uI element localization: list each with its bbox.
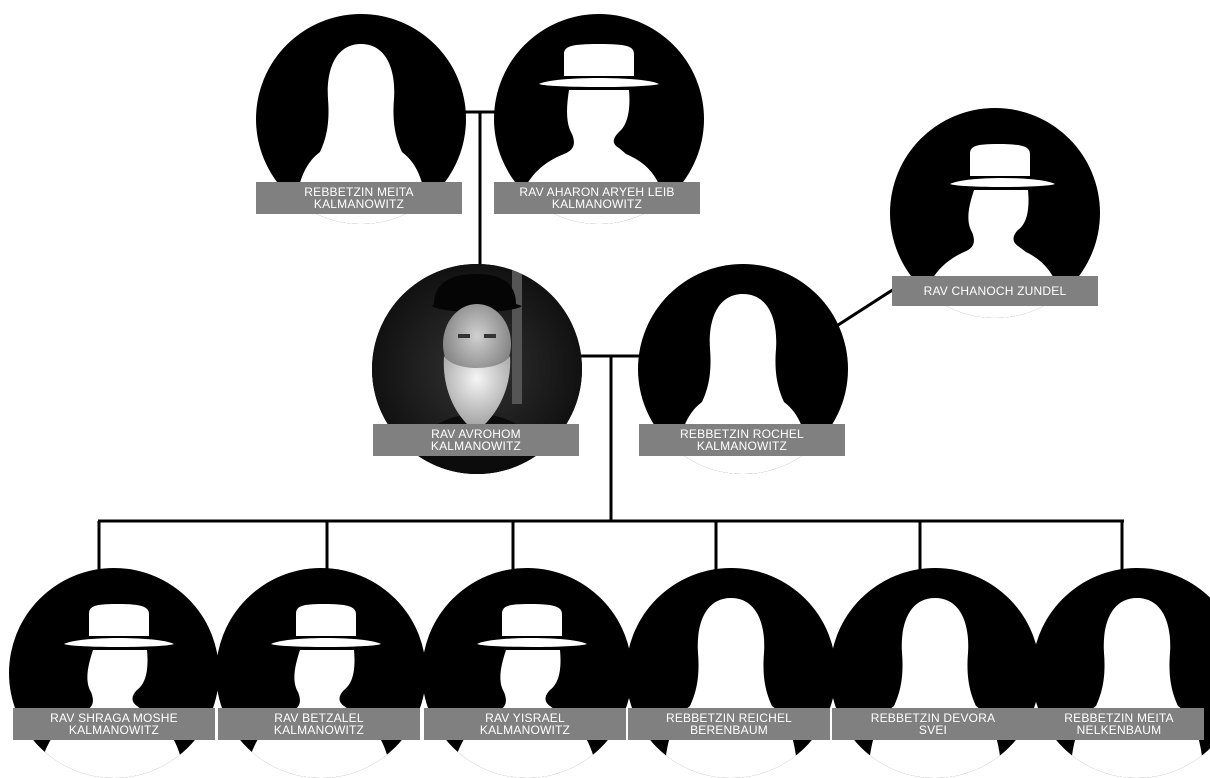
male-hat-silhouette-icon (452, 604, 598, 778)
female-silhouette-icon (868, 598, 1002, 778)
name-plate: RAV AHARON ARYEH LEIB KALMANOWITZ (494, 182, 700, 214)
name-plate: REBBETZIN DEVORA SVEI (832, 708, 1034, 740)
name-plate: REBBETZIN REICHEL BERENBAUM (628, 708, 830, 740)
person-meita-nelkenbaum[interactable] (1032, 568, 1210, 778)
person-betzalel-kalmanowitz[interactable] (216, 568, 426, 778)
male-hat-silhouette-icon (39, 604, 185, 778)
name-plate: REBBETZIN MEITA KALMANOWITZ (256, 182, 462, 214)
female-silhouette-icon (1070, 598, 1204, 778)
person-reichel-berenbaum[interactable] (626, 568, 836, 778)
name-plate: RAV SHRAGA MOSHE KALMANOWITZ (13, 708, 215, 740)
name-plate: RAV CHANOCH ZUNDEL (892, 276, 1098, 306)
male-hat-silhouette-icon (514, 44, 669, 224)
female-silhouette-icon (664, 598, 798, 778)
female-silhouette-icon (294, 44, 428, 224)
person-yisrael-kalmanowitz[interactable] (422, 568, 632, 778)
male-hat-silhouette-icon (246, 604, 392, 778)
person-shraga-moshe-kalmanowitz[interactable] (9, 568, 219, 778)
name-plate: RAV AVROHOM KALMANOWITZ (373, 424, 579, 456)
male-hat-silhouette-icon (920, 144, 1066, 318)
person-devora-svei[interactable] (830, 568, 1040, 778)
name-plate: REBBETZIN MEITA NELKENBAUM (1034, 708, 1204, 740)
name-plate: RAV BETZALEL KALMANOWITZ (218, 708, 420, 740)
name-plate: REBBETZIN ROCHEL KALMANOWITZ (639, 424, 845, 456)
name-plate: RAV YISRAEL KALMANOWITZ (424, 708, 626, 740)
